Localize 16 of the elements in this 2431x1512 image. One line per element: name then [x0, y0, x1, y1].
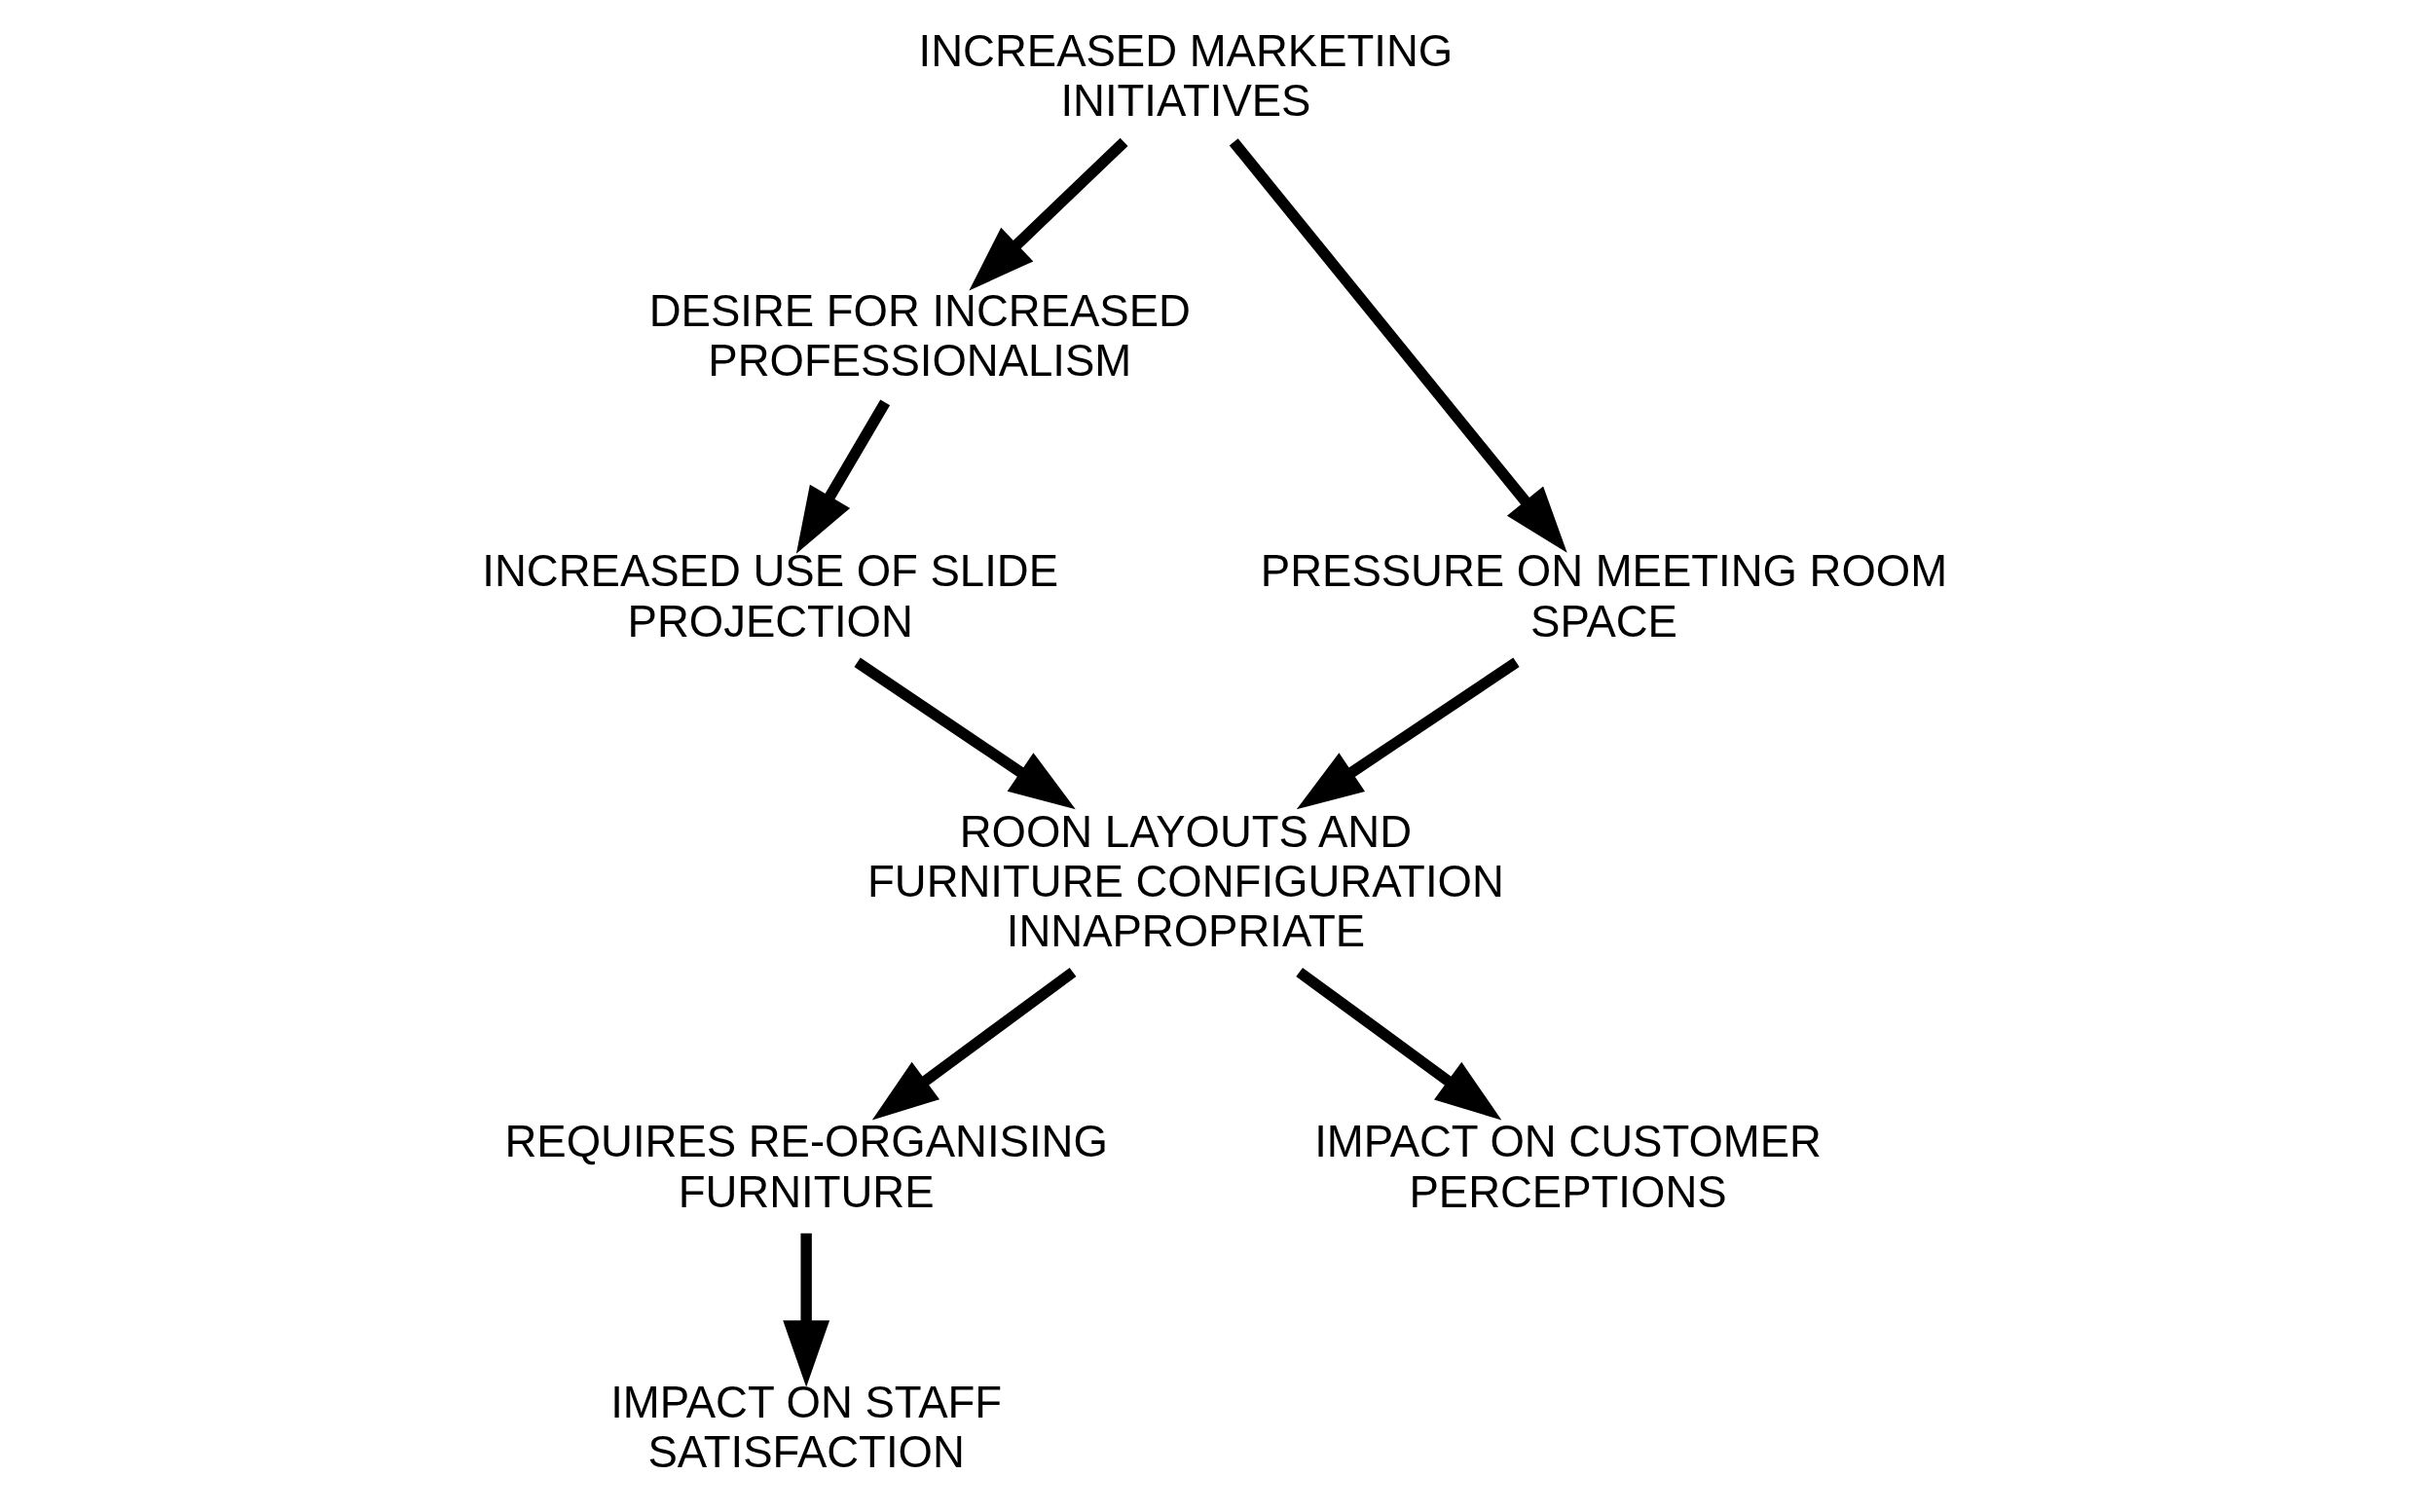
arrow	[871, 967, 1077, 1121]
node-text: INCREASED MARKETING INITIATIVES	[918, 25, 1454, 126]
arrow	[969, 137, 1128, 291]
arrow	[1296, 657, 1520, 810]
arrow	[854, 657, 1076, 810]
node-text: ROON LAYOUTS AND FURNITURE CONFIGURATION INNAPROPRIATE	[867, 806, 1504, 957]
node-text: DESIRE FOR INCREASED PROFESSIONALISM	[648, 285, 1191, 387]
node-text: REQUIRES RE-ORGANISING FURNITURE	[504, 1117, 1108, 1217]
node-text: IMPACT ON CUSTOMER PERCEPTIONS	[1314, 1117, 1822, 1217]
arrow	[1296, 967, 1502, 1121]
arrow	[783, 1233, 830, 1387]
node-text: PRESSURE ON MEETING ROOM SPACE	[1260, 546, 1948, 646]
node-text: INCREASED USE OF SLIDE PROJECTION	[482, 546, 1058, 646]
node-text: IMPACT ON STAFF SATISFACTION	[610, 1377, 1003, 1478]
arrow	[795, 399, 891, 554]
arrow	[1229, 138, 1567, 553]
